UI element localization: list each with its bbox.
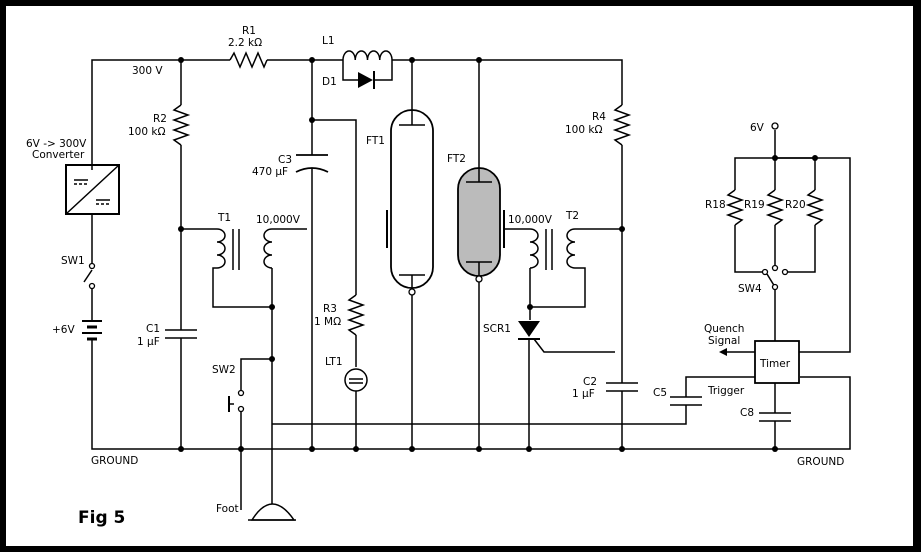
label-converter-1: 6V -> 300V bbox=[26, 138, 87, 150]
junction-dot bbox=[409, 57, 415, 63]
figure-caption: Fig 5 bbox=[78, 508, 125, 528]
sw2-contact bbox=[237, 405, 245, 413]
label-c3-value: 470 µF bbox=[252, 166, 288, 178]
resistor-r1 bbox=[229, 51, 268, 69]
c3-r3-branch bbox=[295, 60, 368, 449]
label-ft1: FT1 bbox=[366, 135, 385, 147]
label-r3-value: 1 MΩ bbox=[314, 316, 341, 328]
6v-terminal bbox=[771, 122, 779, 130]
label-lt1: LT1 bbox=[325, 356, 343, 368]
label-r2-value: 100 kΩ bbox=[128, 126, 165, 138]
ft2-terminal bbox=[475, 275, 483, 283]
label-quench: Quench bbox=[704, 323, 744, 335]
label-d1: D1 bbox=[322, 76, 337, 88]
label-battery: +6V bbox=[52, 324, 75, 336]
label-c2-value: 1 µF bbox=[572, 388, 595, 400]
converter-column bbox=[65, 164, 851, 450]
sw4-contact bbox=[761, 268, 769, 276]
label-trigger: Trigger bbox=[707, 385, 745, 397]
flash-tube-ft1 bbox=[390, 60, 434, 449]
scr-scr1 bbox=[518, 321, 755, 449]
label-c2: C2 bbox=[583, 376, 597, 388]
junction-dots bbox=[178, 57, 818, 452]
sw2-foot-branch bbox=[228, 358, 687, 521]
diode-d1 bbox=[342, 60, 393, 89]
label-r18: R18 bbox=[705, 199, 726, 211]
label-sw4: SW4 bbox=[738, 283, 762, 295]
paper-background bbox=[6, 6, 913, 546]
label-t1: T1 bbox=[217, 212, 231, 224]
sw2-contact bbox=[237, 389, 245, 397]
label-r3: R3 bbox=[323, 303, 337, 315]
label-c1: C1 bbox=[146, 323, 160, 335]
label-c3: C3 bbox=[278, 154, 292, 166]
label-l1: L1 bbox=[322, 35, 335, 47]
label-ground-right: GROUND bbox=[797, 456, 844, 468]
r2-c1-branch bbox=[165, 60, 217, 449]
sw4-contact bbox=[771, 283, 779, 291]
sw4-contact bbox=[781, 268, 789, 276]
label-r1: R1 bbox=[242, 25, 256, 37]
label-r4: R4 bbox=[592, 111, 606, 123]
label-c5: C5 bbox=[653, 387, 667, 399]
label-converter-2: Converter bbox=[32, 149, 85, 161]
label-ground-left: GROUND bbox=[91, 455, 138, 467]
sw1-contact bbox=[88, 262, 96, 270]
label-c8: C8 bbox=[740, 407, 754, 419]
sw1-contact bbox=[88, 282, 96, 290]
label-c1-value: 1 µF bbox=[137, 336, 160, 348]
inductor-l1 bbox=[342, 50, 393, 61]
label-scr1: SCR1 bbox=[483, 323, 511, 335]
transformer-t2 bbox=[504, 228, 622, 320]
label-signal: Signal bbox=[708, 335, 740, 347]
label-t1-voltage: 10,000V bbox=[256, 214, 301, 226]
r4-c2-branch bbox=[606, 104, 638, 449]
label-foot: Foot bbox=[216, 503, 239, 515]
label-t2-voltage: 10,000V bbox=[508, 214, 553, 226]
flash-tube-ft2 bbox=[457, 60, 505, 449]
label-r1-value: 2.2 kΩ bbox=[228, 37, 262, 49]
label-300v: 300 V bbox=[132, 65, 163, 77]
ft1-terminal bbox=[408, 288, 416, 296]
label-r2: R2 bbox=[153, 113, 167, 125]
label-6v: 6V bbox=[750, 122, 765, 134]
timer-wiring bbox=[670, 130, 851, 449]
label-sw2: SW2 bbox=[212, 364, 236, 376]
label-sw1: SW1 bbox=[61, 255, 85, 267]
label-r20: R20 bbox=[785, 199, 806, 211]
sw4-contact bbox=[771, 264, 779, 272]
label-timer: Timer bbox=[759, 358, 791, 370]
label-r4-value: 100 kΩ bbox=[565, 124, 602, 136]
label-ft2: FT2 bbox=[447, 153, 466, 165]
label-t2: T2 bbox=[565, 210, 579, 222]
label-r19: R19 bbox=[744, 199, 765, 211]
